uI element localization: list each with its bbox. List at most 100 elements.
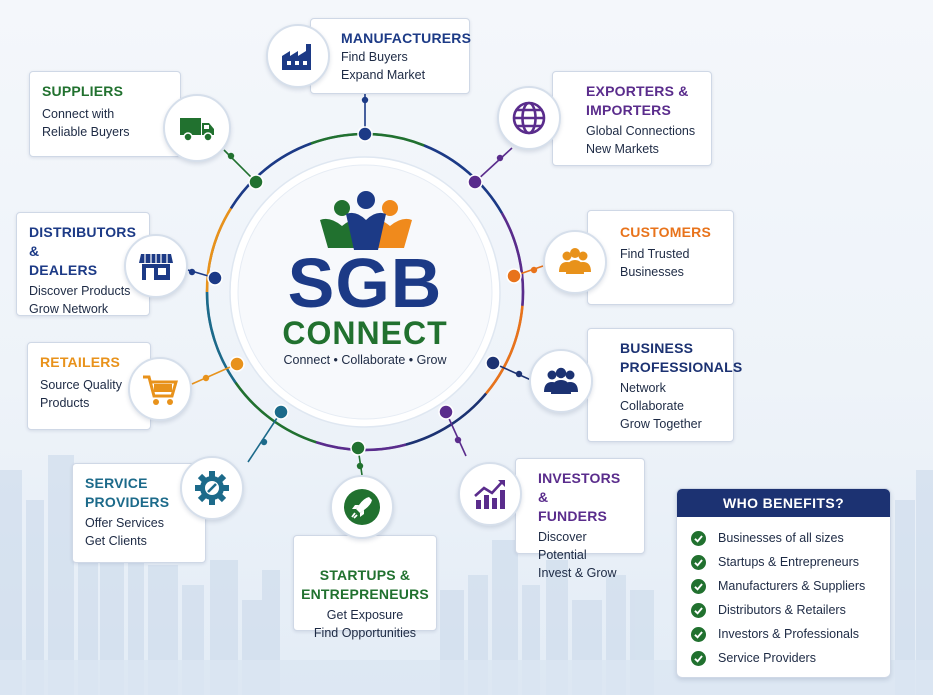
ring-node — [273, 404, 289, 420]
check-circle-icon — [691, 554, 706, 570]
check-circle-icon — [691, 602, 706, 618]
card-line: Network — [620, 381, 666, 395]
card-title: CUSTOMERS — [620, 224, 711, 240]
card-line: New Markets — [586, 142, 659, 156]
gear-tools-icon — [180, 456, 244, 520]
card-line: Discover Products — [29, 284, 131, 298]
inner-disc — [237, 164, 493, 420]
card-service-providers[interactable]: SERVICE PROVIDERS Offer Services Get Cli… — [72, 463, 206, 563]
ring-node — [207, 270, 223, 286]
card-line: Invest & Grow — [538, 566, 617, 580]
check-circle-icon — [691, 578, 706, 594]
people-group-icon — [543, 230, 607, 294]
card-line: Offer Services — [85, 516, 164, 530]
globe-icon — [497, 86, 561, 150]
who-benefits-heading: WHO BENEFITS? — [677, 489, 890, 517]
ring-segment — [229, 142, 312, 209]
card-line: Get Exposure — [326, 608, 404, 622]
check-circle-icon — [691, 626, 706, 642]
list-item: Businesses of all sizes — [691, 526, 890, 550]
ring-node — [467, 174, 483, 190]
ring-segment — [485, 305, 524, 395]
ring-node — [350, 440, 366, 456]
card-business-professionals[interactable]: BUSINESS PROFESSIONALS Network Collabora… — [587, 328, 743, 442]
list-item: Investors & Professionals — [691, 622, 890, 646]
ring-node — [229, 356, 245, 372]
card-suppliers[interactable]: SUPPLIERS Connect with Reliable Buyers — [29, 71, 181, 157]
team-icon — [529, 349, 593, 413]
people-logo-icon — [320, 191, 412, 250]
benefit-text: Manufacturers & Suppliers — [718, 579, 866, 593]
spoke-dot — [260, 438, 268, 446]
card-line: Expand Market — [341, 68, 426, 82]
benefit-text: Investors & Professionals — [718, 627, 860, 641]
check-circle-icon — [691, 530, 706, 546]
benefit-text: Distributors & Retailers — [718, 603, 846, 617]
store-icon — [124, 234, 188, 298]
brand-name: SGB — [287, 244, 443, 322]
ring-segment — [205, 207, 233, 293]
list-item: Manufacturers & Suppliers — [691, 574, 890, 598]
card-title: PROVIDERS — [85, 494, 170, 510]
ring-segment — [423, 144, 503, 214]
ring-segment — [500, 212, 525, 306]
card-line: Grow Together — [620, 417, 702, 431]
card-line: Find Trusted — [620, 247, 690, 261]
spoke-line — [191, 363, 238, 385]
spoke-dot — [361, 96, 369, 104]
card-line: Products — [40, 396, 90, 410]
spoke-dot — [530, 266, 538, 274]
ring-node — [248, 174, 264, 190]
card-title: STARTUPS & — [319, 567, 411, 583]
benefit-text: Service Providers — [718, 651, 816, 665]
card-startups-entrepreneurs[interactable]: STARTUPS & ENTREPRENEURS Get Exposure Fi… — [293, 535, 437, 640]
card-title: BUSINESS — [620, 340, 694, 356]
list-item: Startups & Entrepreneurs — [691, 550, 890, 574]
benefit-text: Startups & Entrepreneurs — [718, 555, 860, 569]
ring-node — [506, 268, 522, 284]
card-title: DISTRIBUTORS & — [29, 224, 137, 259]
spoke-line — [247, 411, 282, 463]
card-line: Get Clients — [85, 534, 147, 548]
ring-node — [485, 355, 501, 371]
spoke-dot — [202, 374, 210, 382]
list-item: Service Providers — [691, 646, 890, 670]
spoke-line — [474, 147, 513, 183]
card-line: Source Quality — [40, 378, 122, 392]
ring-segment — [405, 392, 488, 446]
card-line: Global Connections — [586, 124, 696, 138]
who-benefits-list: Businesses of all sizes Startups & Entre… — [677, 517, 890, 670]
card-title: IMPORTERS — [586, 102, 672, 118]
card-retailers[interactable]: RETAILERS Source Quality Products — [27, 342, 151, 430]
ring-segment — [205, 291, 237, 384]
brand-tagline: Connect • Collaborate • Grow — [283, 353, 447, 367]
truck-icon — [163, 94, 231, 162]
benefit-text: Businesses of all sizes — [718, 531, 844, 545]
card-title: MANUFACTURERS — [341, 30, 472, 46]
check-circle-icon — [691, 650, 706, 666]
list-item: Distributors & Retailers — [691, 598, 890, 622]
ring-node — [438, 404, 454, 420]
card-title: SERVICE — [85, 475, 148, 491]
spoke-dot — [496, 154, 504, 162]
card-line: Grow Network — [29, 302, 109, 316]
card-investors-funders[interactable]: INVESTORS & FUNDERS Discover Potential I… — [515, 458, 645, 580]
center-logo: SGB CONNECT Connect • Collaborate • Grow — [240, 176, 490, 398]
card-title: ENTREPRENEURS — [301, 586, 429, 602]
card-line: Collaborate — [620, 399, 684, 413]
ring-node — [357, 126, 373, 142]
brand-subname: CONNECT — [282, 315, 448, 351]
card-customers[interactable]: CUSTOMERS Find Trusted Businesses — [587, 210, 734, 305]
factory-icon — [266, 24, 330, 88]
card-exporters-importers[interactable]: EXPORTERS & IMPORTERS Global Connections… — [552, 71, 712, 166]
card-title: EXPORTERS & — [586, 83, 689, 99]
card-line: Businesses — [620, 265, 684, 279]
growth-chart-icon — [458, 462, 522, 526]
card-distributors-dealers[interactable]: DISTRIBUTORS & DEALERS Discover Products… — [16, 212, 150, 316]
card-manufacturers[interactable]: MANUFACTURERS Find Buyers Expand Market — [310, 18, 472, 94]
card-title: PROFESSIONALS — [620, 359, 743, 375]
who-benefits-panel: WHO BENEFITS? Businesses of all sizes St… — [676, 488, 891, 678]
card-title: FUNDERS — [538, 508, 608, 524]
